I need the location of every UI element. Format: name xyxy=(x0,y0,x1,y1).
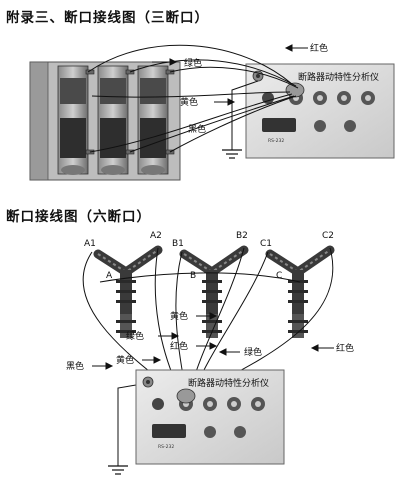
phase-b-pole xyxy=(179,245,249,338)
phase-label-b: B xyxy=(190,271,196,281)
terminal-b2: B2 xyxy=(236,231,248,241)
phase-label-c: C xyxy=(276,271,282,281)
pole-2 xyxy=(97,65,129,175)
analyzer-1-title: 断路器动特性分析仪 xyxy=(298,71,379,83)
terminal-a1: A1 xyxy=(84,239,96,249)
pole-1 xyxy=(57,65,89,175)
label-red-1: 红色 xyxy=(310,42,328,54)
analyzer-2-rs232: RS-232 xyxy=(158,444,174,450)
ground-symbol-2 xyxy=(108,465,128,475)
label-yellow-3: 黄色 xyxy=(116,354,134,366)
section1-wires xyxy=(87,44,299,153)
label-yellow-2: 黄色 xyxy=(170,310,188,322)
label-red-3: 红色 xyxy=(336,342,354,354)
analyzer-panel-1: 断路器动特性分析仪 RS-232 xyxy=(245,63,395,159)
section1-title: 附录三、断口接线图（三断口） xyxy=(6,10,209,26)
label-yellow-1: 黄色 xyxy=(180,96,198,108)
three-break-breaker xyxy=(29,61,181,181)
ground-symbol-1 xyxy=(222,149,242,159)
terminal-a2: A2 xyxy=(150,231,162,241)
label-black-2: 黑色 xyxy=(66,360,84,372)
label-black-1: 黑色 xyxy=(188,123,206,135)
analyzer-panel-2: 断路器动特性分析仪 RS-232 xyxy=(135,369,285,465)
section2-title: 断口接线图（六断口） xyxy=(6,209,151,225)
phase-c-pole xyxy=(265,245,335,338)
pole-3 xyxy=(137,65,169,175)
terminal-b1: B1 xyxy=(172,239,184,249)
phase-a-pole xyxy=(93,245,163,338)
phase-label-a: A xyxy=(106,271,113,281)
label-green-2: 绿色 xyxy=(126,330,144,342)
terminal-c1: C1 xyxy=(260,239,272,249)
analyzer-1-rs232: RS-232 xyxy=(268,138,284,144)
terminal-c2: C2 xyxy=(322,231,334,241)
analyzer-2-title: 断路器动特性分析仪 xyxy=(188,377,269,389)
label-green-3: 绿色 xyxy=(244,346,262,358)
label-red-2: 红色 xyxy=(170,340,188,352)
label-green-1: 绿色 xyxy=(184,57,202,69)
